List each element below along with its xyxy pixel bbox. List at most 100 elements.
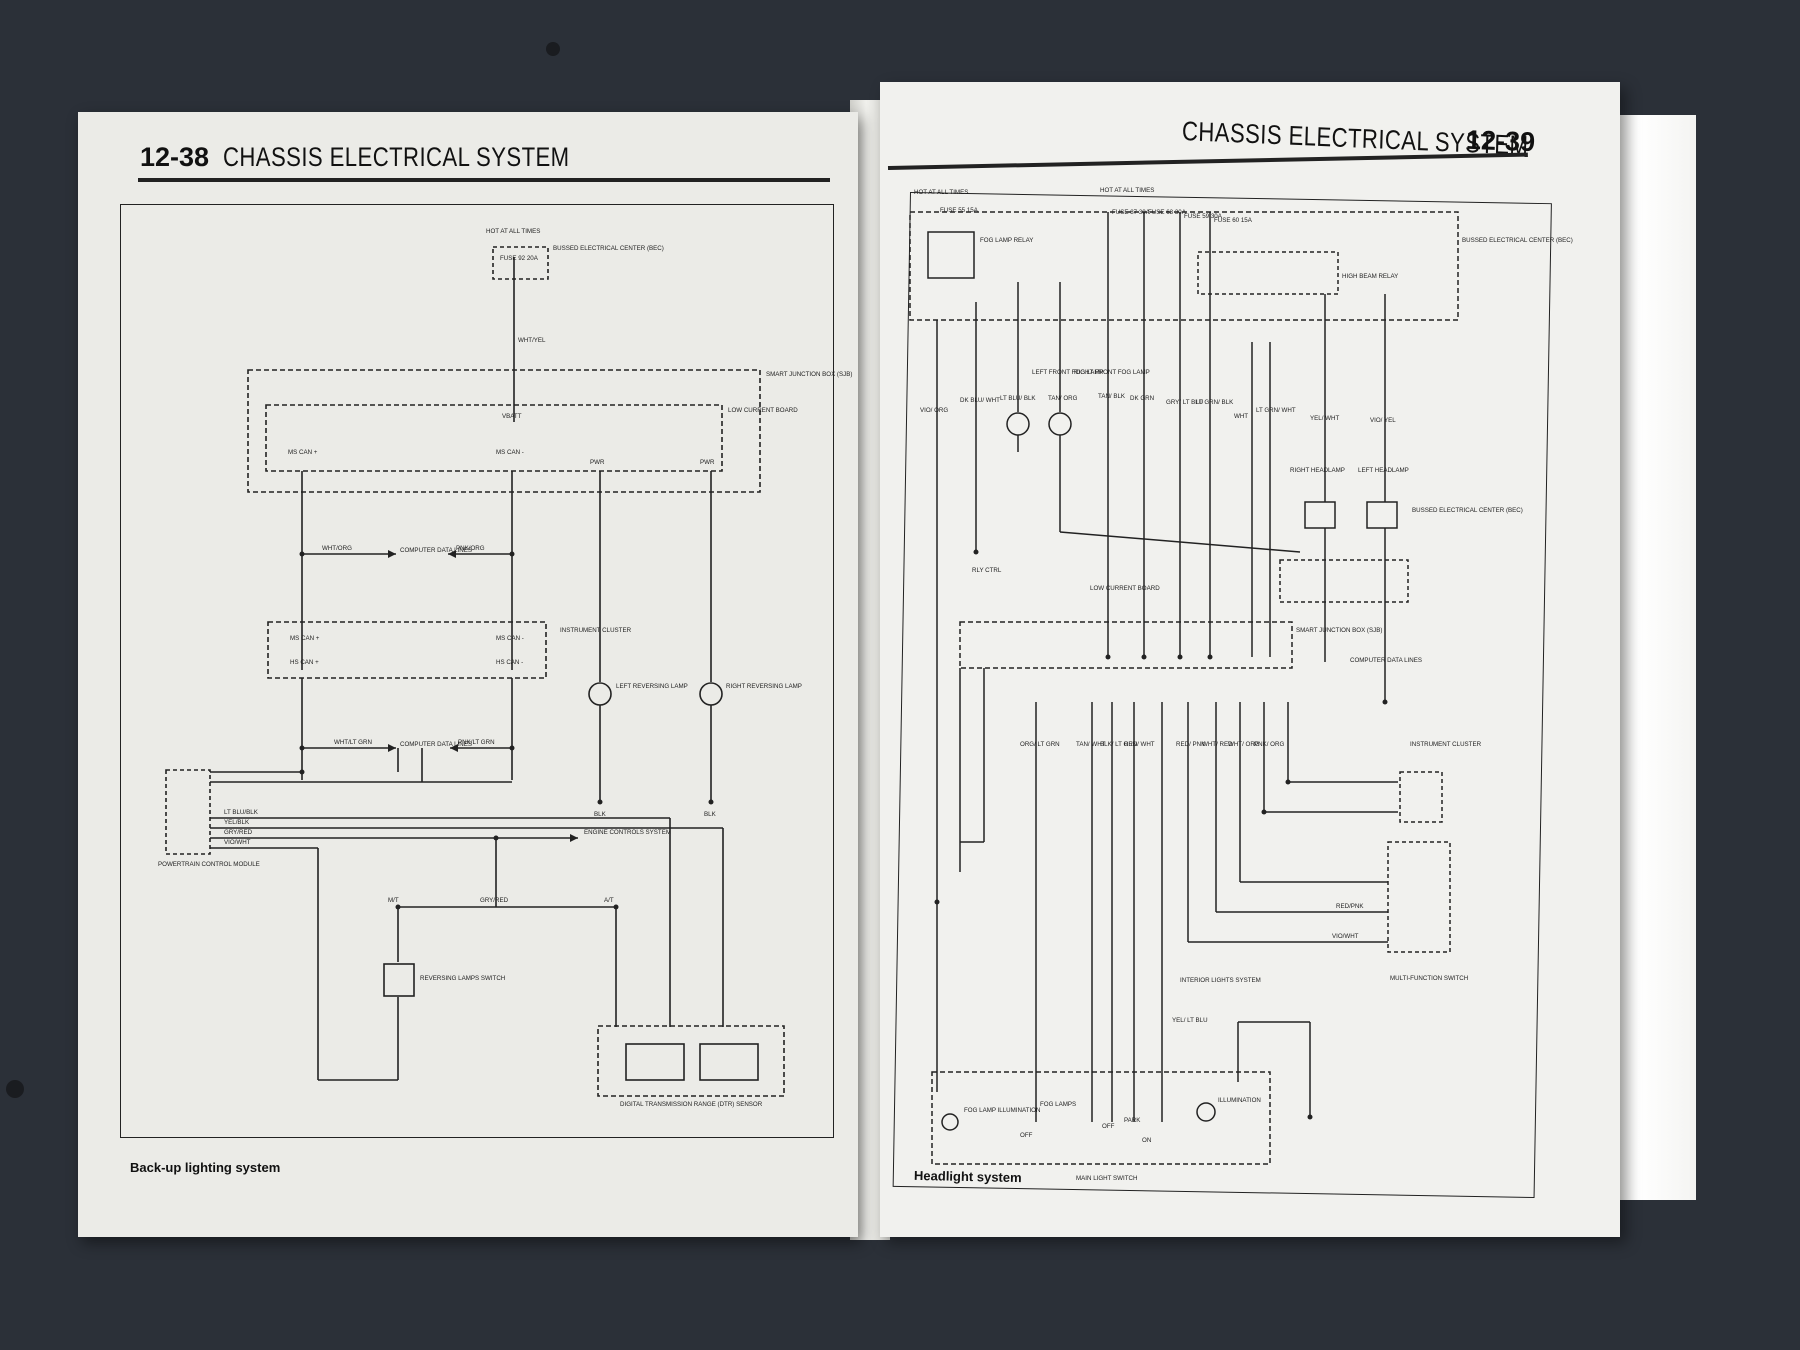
label-hs-can-plus: HS CAN + <box>290 659 319 666</box>
label-computer-data-lines: COMPUTER DATA LINES <box>1350 657 1422 664</box>
label-fuse-87: FUSE 87 30A <box>1112 209 1151 216</box>
label-wht-lt-grn: WHT/LT GRN <box>334 739 372 746</box>
wire-label: VIO/ YEL <box>1370 417 1396 424</box>
backup-lighting-diagram: HOT AT ALL TIMES FUSE 92 20A BUSSED ELEC… <box>158 228 852 1108</box>
label-hot-2: HOT AT ALL TIMES <box>1100 187 1154 194</box>
wire-label: RED/ PNK <box>1176 741 1206 748</box>
wire-label: VIO/WHT <box>1332 933 1359 940</box>
label-wire-top: WHT/YEL <box>518 337 546 344</box>
wire-label: LT GRN/ WHT <box>1256 407 1296 414</box>
label-left-front-fog: LEFT FRONT FOG LAMP <box>1032 369 1104 376</box>
label-sjb: SMART JUNCTION BOX (SJB) <box>766 371 852 378</box>
wire-label: LT BLU/ BLK <box>1000 395 1036 402</box>
label-rly-ctrl: RLY CTRL <box>972 567 1002 574</box>
label-pnk-lt-grn: PNK/LT GRN <box>458 739 495 746</box>
label-blk-right: BLK <box>704 811 717 818</box>
label-right-reversing-lamp: RIGHT REVERSING LAMP <box>726 683 802 690</box>
wire-label: YEL/ LT BLU <box>1172 1017 1208 1024</box>
wire-label: DK BLU/ WHT <box>960 397 1000 404</box>
label-pnk-org: PNK/ORG <box>456 545 485 552</box>
wire-label: WHT <box>1234 413 1248 420</box>
wire-label: TAN/ BLK <box>1098 393 1126 400</box>
label-instrument-cluster: INSTRUMENT CLUSTER <box>560 627 632 634</box>
label-lcb: LOW CURRENT BOARD <box>728 407 798 414</box>
label-hs-can-minus: HS CAN - <box>496 659 523 666</box>
label-ms-can-minus: MS CAN - <box>496 449 524 456</box>
label-at: A/T <box>604 897 614 904</box>
wire-label: WHT/ RED <box>1202 741 1233 748</box>
label-gry-red-2: GRY/RED <box>480 897 509 904</box>
diagram-frame <box>120 204 834 1138</box>
label-left-headlamp: LEFT HEADLAMP <box>1358 467 1409 474</box>
header-rule <box>138 178 830 182</box>
label-reversing-lamps-switch: REVERSING LAMPS SWITCH <box>420 975 505 982</box>
wire-label: DK GRN <box>1130 395 1154 402</box>
label-on: ON <box>1142 1137 1151 1144</box>
label-lcb: LOW CURRENT BOARD <box>1090 585 1160 592</box>
label-illumination: ILLUMINATION <box>1218 1097 1261 1104</box>
headlight-diagram: HOT AT ALL TIMES HOT AT ALL TIMES FUSE 5… <box>909 187 1573 1182</box>
label-fog-lamp-illum: FOG LAMP ILLUMINATION <box>964 1107 1040 1114</box>
label-gry-red: GRY/RED <box>224 829 253 836</box>
label-ms-can-plus-ic: MS CAN + <box>290 635 320 642</box>
background-hole <box>6 1080 24 1098</box>
label-bec: BUSSED ELECTRICAL CENTER (BEC) <box>1462 237 1573 244</box>
label-fuse-59: FUSE 59 30A <box>1184 213 1223 220</box>
label-ms-can-minus-ic: MS CAN - <box>496 635 524 642</box>
label-off-2: OFF <box>1102 1123 1115 1130</box>
wire-label: PNK/ ORG <box>1254 741 1284 748</box>
wire-label: ORG/ LT GRN <box>1020 741 1060 748</box>
label-fog-lamps: FOG LAMPS <box>1040 1101 1076 1108</box>
label-fog-relay: FOG LAMP RELAY <box>980 237 1033 244</box>
wire-label: TAN/ WHT <box>1076 741 1106 748</box>
label-vbatt: VBATT <box>502 413 522 420</box>
label-right-headlamp: RIGHT HEADLAMP <box>1290 467 1345 474</box>
label-interior-lights: INTERIOR LIGHTS SYSTEM <box>1180 977 1261 984</box>
label-main-light-switch: MAIN LIGHT SWITCH <box>1076 1175 1137 1182</box>
label-instrument-cluster: INSTRUMENT CLUSTER <box>1410 741 1482 748</box>
label-fuse-63: FUSE 63 30A <box>1148 209 1187 216</box>
label-right-front-fog: RIGHT FRONT FOG LAMP <box>1074 369 1150 376</box>
label-lt-blu-blk: LT BLU/BLK <box>224 809 259 816</box>
label-sjb: SMART JUNCTION BOX (SJB) <box>1296 627 1382 634</box>
label-dtr: DIGITAL TRANSMISSION RANGE (DTR) SENSOR <box>620 1101 763 1108</box>
label-ms-can-plus: MS CAN + <box>288 449 318 456</box>
label-wht-org: WHT/ORG <box>322 545 352 552</box>
label-hot-1: HOT AT ALL TIMES <box>914 189 968 196</box>
left-page: 12-38 CHASSIS ELECTRICAL SYSTEM Back-up … <box>78 112 858 1237</box>
label-pwr: PWR <box>590 459 605 466</box>
label-engine-controls: ENGINE CONTROLS SYSTEM <box>584 829 671 836</box>
label-fuse: FUSE 92 20A <box>500 255 539 262</box>
wire-label: RED/PNK <box>1336 903 1364 910</box>
label-off-1: OFF <box>1020 1132 1033 1139</box>
label-high-beam-relay: HIGH BEAM RELAY <box>1342 273 1398 280</box>
label-blk-left: BLK <box>594 811 607 818</box>
label-fuse-60: FUSE 60 15A <box>1214 217 1253 224</box>
page-number: 12-38 <box>140 142 210 172</box>
wire-label: RED/ WHT <box>1124 741 1155 748</box>
label-left-reversing-lamp: LEFT REVERSING LAMP <box>616 683 688 690</box>
wire-label: LT GRN/ BLK <box>1196 399 1234 406</box>
label-bec: BUSSED ELECTRICAL CENTER (BEC) <box>553 245 664 252</box>
background-hole <box>546 42 560 56</box>
wire-label: GRY/ LT BLU <box>1166 399 1203 406</box>
section-title: CHASSIS ELECTRICAL SYSTEM <box>223 142 570 172</box>
label-fuse-55: FUSE 55 15A <box>940 207 979 214</box>
label-computer-data-lines-2: COMPUTER DATA LINES <box>400 741 472 748</box>
label-park: PARK <box>1124 1117 1141 1124</box>
wire-label: BLK/ LT GRN <box>1100 741 1137 748</box>
label-yel-blk: YEL/BLK <box>224 819 250 826</box>
figure-caption: Back-up lighting system <box>130 1160 281 1175</box>
wire-label: WHT/ ORG <box>1228 741 1260 748</box>
right-page: CHASSIS ELECTRICAL SYSTEM 12-39 Headligh… <box>880 82 1620 1237</box>
label-bec-2: BUSSED ELECTRICAL CENTER (BEC) <box>1412 507 1523 514</box>
label-pwr-2: PWR <box>700 459 715 466</box>
label-pcm: POWERTRAIN CONTROL MODULE <box>158 861 260 868</box>
label-vio-wht: VIO/WHT <box>224 839 251 846</box>
wire-label: YEL/ WHT <box>1310 415 1339 422</box>
wire-label: TAN/ ORG <box>1048 395 1078 402</box>
label-mt: M/T <box>388 897 399 904</box>
label-multi-function-switch: MULTI-FUNCTION SWITCH <box>1390 975 1468 982</box>
label-hot: HOT AT ALL TIMES <box>486 228 540 235</box>
wire-label: VIO/ ORG <box>920 407 948 414</box>
